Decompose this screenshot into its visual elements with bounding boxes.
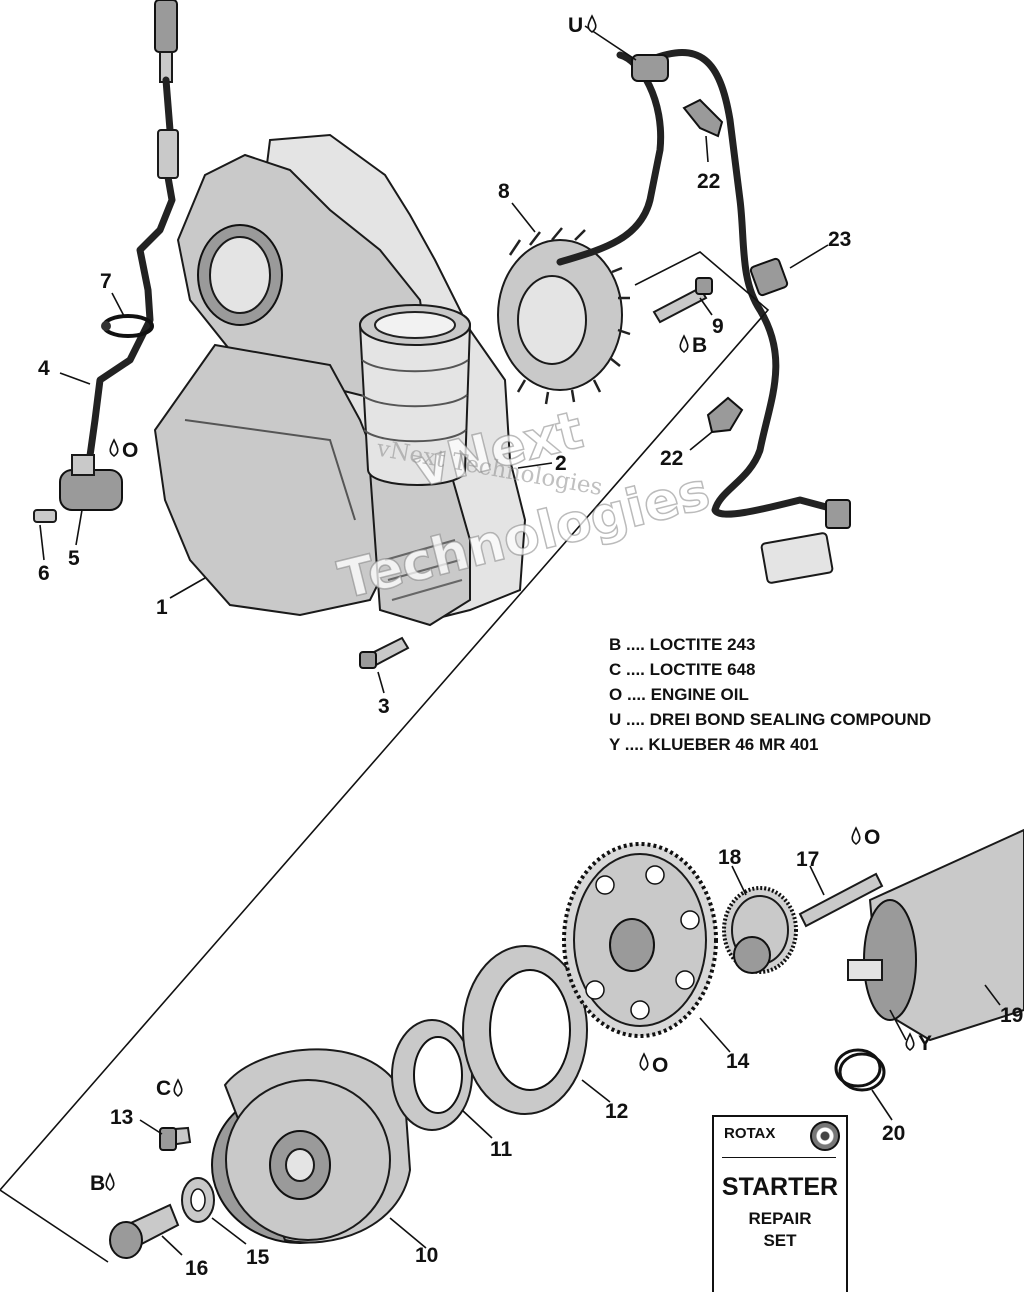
o-rings	[834, 1048, 886, 1092]
rotor-washer	[181, 1177, 215, 1223]
callout-8: 8	[498, 180, 510, 203]
callout-6: 6	[38, 562, 50, 585]
legend-row: Y .... KLUEBER 46 MR 401	[609, 735, 819, 754]
wire-clip-upper	[682, 98, 724, 138]
callout-4: 4	[38, 357, 50, 380]
callout-10: 10	[415, 1244, 438, 1267]
callout-5: 5	[68, 547, 80, 570]
mark-y-starter: Y	[918, 1032, 932, 1055]
sensor-wire-harness	[84, 0, 179, 474]
drop-icon	[851, 826, 861, 845]
stator-screw	[652, 277, 713, 324]
stator	[497, 227, 631, 405]
label-title: STARTER	[721, 1173, 839, 1201]
wire-connector	[749, 257, 789, 297]
intermediate-gear	[722, 886, 798, 974]
callout-3: 3	[378, 695, 390, 718]
legend-row: U .... DREI BOND SEALING COMPOUND	[609, 710, 932, 729]
mark-b-bolt16: B	[90, 1172, 105, 1195]
stator-wire-harness	[556, 49, 851, 584]
rotax-brand: ROTAX	[724, 1125, 776, 1142]
housing-bolt	[359, 636, 410, 669]
callout-14: 14	[726, 1050, 750, 1073]
mark-o-gear: O	[652, 1054, 668, 1077]
drop-icon	[679, 334, 689, 353]
rotor-bolt-large	[109, 1203, 180, 1259]
legend-row: C .... LOCTITE 648	[609, 660, 756, 679]
callout-11: 11	[490, 1138, 513, 1161]
callout-23: 23	[828, 228, 851, 251]
callout-19: 19	[1000, 1004, 1023, 1027]
gear-shaft	[798, 872, 884, 928]
callout-17: 17	[796, 848, 819, 871]
legend-row: O .... ENGINE OIL	[609, 685, 749, 704]
mark-u: U	[568, 14, 583, 37]
starter-clutch	[462, 945, 588, 1115]
legend-row: B .... LOCTITE 243	[609, 635, 756, 654]
callout-7: 7	[100, 270, 112, 293]
callout-20: 20	[882, 1122, 905, 1145]
starter-motor	[847, 828, 1024, 1042]
label-line-2: REPAIR	[748, 1209, 812, 1228]
callout-12: 12	[605, 1100, 628, 1123]
starter-repair-set-label: ROTAX STARTER REPAIR SET	[712, 1115, 848, 1292]
sensor-screw	[33, 509, 57, 523]
drop-icon	[587, 14, 597, 33]
label-line-3: SET	[763, 1231, 797, 1250]
callout-16: 16	[185, 1257, 208, 1280]
callout-2: 2	[555, 452, 567, 475]
rotax-seal-icon	[810, 1121, 840, 1151]
sprague-bearing-ring	[391, 1019, 473, 1131]
lubricant-legend: B .... LOCTITE 243 C .... LOCTITE 648 O …	[609, 632, 931, 757]
crankshaft-position-sensor	[59, 454, 123, 511]
callout-18: 18	[718, 846, 742, 869]
tie-strap	[101, 314, 154, 338]
lubricant-marks: U O B O O Y C B	[90, 14, 932, 1195]
callout-9: 9	[712, 315, 724, 338]
rotor-bolt-small	[159, 1126, 192, 1151]
drop-icon	[905, 1032, 915, 1051]
mark-o-shaft: O	[864, 826, 880, 849]
callout-15: 15	[246, 1246, 270, 1269]
mark-b-bolt9: B	[692, 334, 707, 357]
mark-c-bolt13: C	[156, 1077, 171, 1100]
drop-icon	[173, 1078, 183, 1097]
drop-icon	[105, 1172, 115, 1191]
leader-lines	[39, 25, 1001, 1256]
callout-1: 1	[156, 596, 168, 619]
assembly-bracket-line	[0, 251, 770, 1263]
label-divider	[722, 1157, 836, 1158]
starter-gear-large	[562, 842, 718, 1038]
callout-22-lower: 22	[660, 447, 683, 470]
mark-o-sensor: O	[122, 439, 138, 462]
drop-icon	[639, 1052, 649, 1071]
callout-numbers: 1 2 3 4 5 6 7 8 9 10 11 12 13 14 15 16 1…	[38, 170, 1023, 1280]
callout-13: 13	[110, 1106, 133, 1129]
drop-icon	[109, 438, 119, 457]
magneto-housing-cover	[153, 133, 527, 627]
callout-22-upper: 22	[697, 170, 720, 193]
wire-clip-lower	[706, 396, 744, 434]
rotor-flywheel	[211, 1048, 412, 1244]
